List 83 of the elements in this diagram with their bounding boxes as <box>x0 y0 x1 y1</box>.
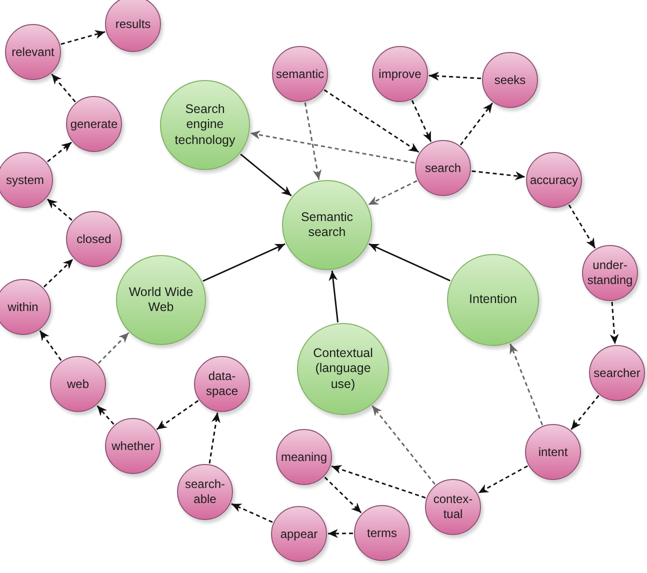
arrow <box>156 400 199 430</box>
arrow <box>570 395 600 430</box>
arrow <box>428 72 482 81</box>
node-label: Semantic search <box>300 210 354 240</box>
arrow <box>568 204 596 249</box>
keyword-circle <box>66 211 122 267</box>
arrow <box>231 503 273 523</box>
arrow <box>324 476 362 514</box>
node-label: closed <box>76 232 112 246</box>
node-label: semantic <box>274 66 326 82</box>
arrow <box>51 74 76 102</box>
node-label: search <box>424 160 462 176</box>
arrow <box>60 30 106 45</box>
arrow <box>331 465 426 498</box>
arrow <box>510 343 544 426</box>
keyword-circle <box>0 279 51 335</box>
keyword-circle <box>276 429 332 485</box>
arrow <box>411 100 432 142</box>
node-label: Search engine technology <box>174 102 236 148</box>
arrow <box>202 243 286 282</box>
keyword-circle <box>415 140 471 196</box>
keyword-circle <box>372 46 428 102</box>
node-label: accuracy <box>528 172 580 188</box>
node-label: data- space <box>204 369 240 399</box>
keyword-circle <box>589 345 645 401</box>
topic-circle <box>282 180 372 270</box>
arrow <box>328 529 353 538</box>
topic-circle <box>116 255 206 345</box>
node-label: Contextual (language use) <box>312 346 374 392</box>
arrow <box>328 270 339 322</box>
keyword-circle <box>0 152 53 208</box>
node-label: whether <box>110 438 156 454</box>
node-label: seeks <box>493 72 527 88</box>
keyword-circle <box>482 52 538 108</box>
node-label: web <box>66 376 90 392</box>
arrow <box>478 465 528 494</box>
keyword-circle <box>105 418 161 474</box>
node-label: contex- tual <box>432 492 474 522</box>
keyword-circle <box>272 46 328 102</box>
keyword-circle <box>66 96 122 152</box>
node-label: intent <box>537 444 569 460</box>
arrow <box>47 142 72 162</box>
node-label: system <box>4 172 45 188</box>
node-label: Intention <box>468 292 518 308</box>
keyword-circle <box>105 0 161 52</box>
arrow <box>368 180 418 206</box>
arrow <box>324 89 420 153</box>
node-label: appear <box>279 526 319 542</box>
arrow <box>472 170 526 180</box>
arrow <box>39 330 62 361</box>
arrow <box>46 198 72 221</box>
keyword-circle <box>354 505 410 561</box>
node-label: generate <box>69 116 119 132</box>
arrow <box>96 405 114 425</box>
keyword-circle <box>194 356 250 412</box>
arrow <box>460 102 494 146</box>
keyword-circle <box>526 152 582 208</box>
arrow <box>610 302 619 344</box>
node-label: meaning <box>280 450 328 464</box>
arrow <box>368 243 450 282</box>
keyword-circle <box>582 245 638 301</box>
keyword-circle <box>525 424 581 480</box>
keyword-circle <box>177 464 233 520</box>
node-label: search- able <box>184 477 226 507</box>
keyword-circle <box>271 506 327 562</box>
arrow <box>372 405 436 485</box>
node-label: improve <box>378 66 422 82</box>
node-label: terms <box>366 526 398 540</box>
node-label: under- standing <box>586 258 634 288</box>
keyword-circle <box>425 479 481 535</box>
node-label: searcher <box>592 366 642 380</box>
arrow <box>43 258 74 288</box>
keyword-circle <box>50 356 106 412</box>
arrow <box>240 154 292 196</box>
node-label: World Wide Web <box>128 284 194 316</box>
node-label: within <box>6 300 40 314</box>
node-label: results <box>114 16 152 32</box>
node-label: relevant <box>10 44 56 60</box>
arrow <box>304 102 322 180</box>
arrow <box>98 332 130 364</box>
arrow <box>208 412 220 464</box>
arrow <box>250 130 415 164</box>
keyword-circle <box>5 24 61 80</box>
